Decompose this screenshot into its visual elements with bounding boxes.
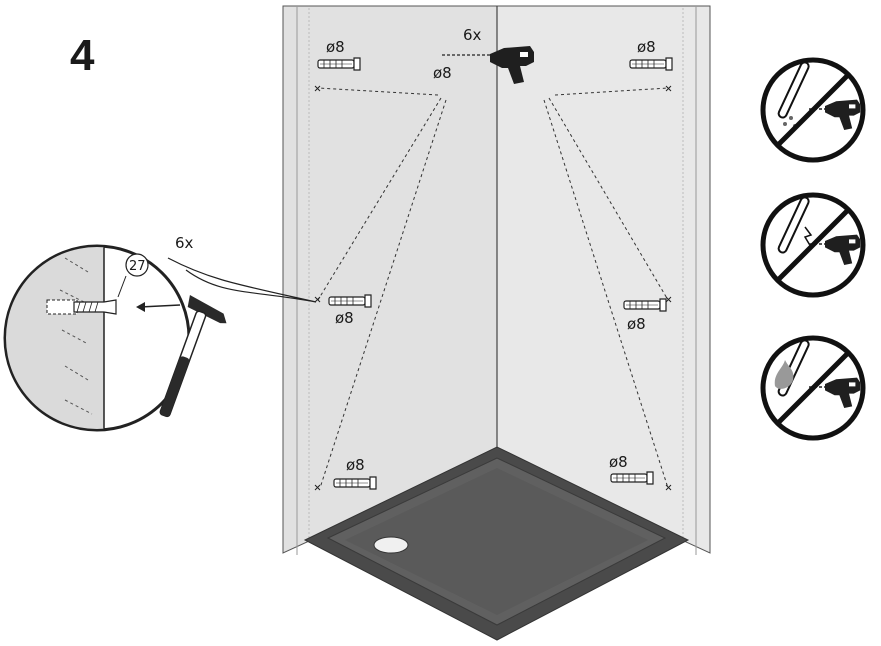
shower-walls bbox=[282, 5, 711, 555]
hammer-count-label: 6x bbox=[175, 234, 194, 252]
part-number-badge bbox=[125, 253, 149, 277]
detail-callout bbox=[167, 257, 317, 303]
dowel: ø8 bbox=[333, 456, 377, 490]
dowel: ø8 bbox=[317, 38, 361, 71]
dowel: ø8 bbox=[623, 298, 667, 333]
step-number: 4 bbox=[70, 31, 95, 80]
drill-icon bbox=[442, 46, 534, 84]
electrical-cable-icon bbox=[777, 196, 813, 254]
dowel-diameter-label: ø8 bbox=[335, 309, 354, 327]
drain-hole bbox=[373, 536, 409, 554]
drill-count-label: 6x bbox=[463, 26, 482, 44]
shower-tray bbox=[303, 446, 690, 641]
drill-guide-lines bbox=[317, 87, 669, 489]
drill-marks bbox=[314, 85, 672, 491]
hammer-detail-magnifier: 27 bbox=[3, 244, 227, 432]
dowel-diameter-label: ø8 bbox=[326, 38, 345, 56]
warning-no-gas-pipe bbox=[760, 335, 866, 441]
part-number-label: 27 bbox=[129, 259, 146, 274]
dowel-diameter-label: ø8 bbox=[346, 456, 365, 474]
warning-no-electrical-cable bbox=[760, 192, 866, 298]
dowel: ø8 bbox=[328, 294, 372, 327]
dowel: ø8 bbox=[609, 453, 654, 485]
dowel: ø8 bbox=[629, 38, 673, 71]
drill-diameter-label: ø8 bbox=[433, 64, 452, 82]
hammer-icon bbox=[159, 295, 227, 418]
dowel-diameter-label: ø8 bbox=[609, 453, 628, 471]
gas-pipe-icon bbox=[774, 339, 810, 397]
dowel-diameter-label: ø8 bbox=[637, 38, 656, 56]
dowel-diameter-label: ø8 bbox=[627, 315, 646, 333]
warning-no-water-pipe bbox=[760, 57, 866, 163]
insert-arrow-icon bbox=[139, 304, 181, 308]
